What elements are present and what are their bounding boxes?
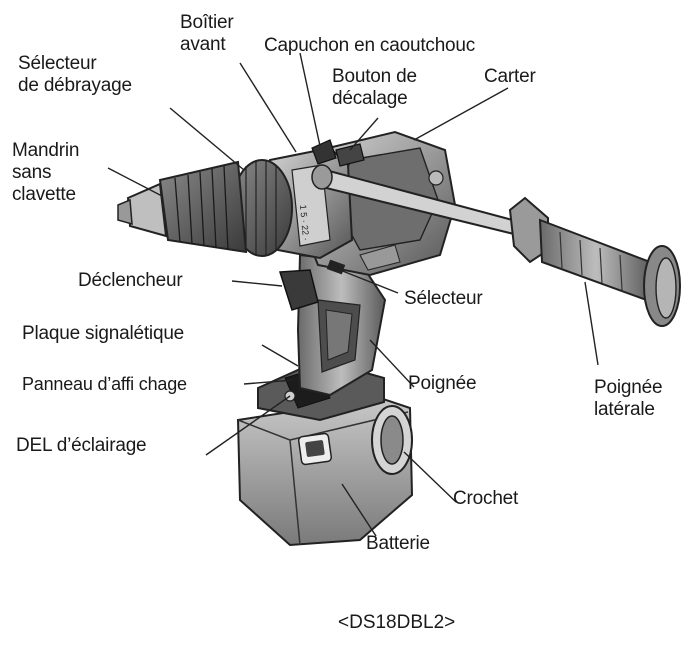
label-del: DEL d’éclairage — [16, 435, 147, 456]
label-bouton-decalage: Bouton de décalage — [332, 66, 417, 109]
leader-lines — [107, 52, 599, 537]
label-plaque: Plaque signalétique — [22, 323, 185, 344]
label-declencheur: Déclencheur — [78, 270, 183, 291]
label-mandrin: Mandrin sans clavette — [12, 140, 80, 205]
label-boitier-avant: Boîtier avant — [180, 12, 234, 55]
battery-pack — [236, 396, 414, 547]
side-handle — [311, 164, 681, 327]
label-panneau: Panneau d’affi chage — [22, 374, 187, 394]
model-caption: <DS18DBL2> — [338, 612, 456, 633]
keyless-chuck — [117, 160, 248, 254]
shift-button — [335, 143, 365, 167]
label-poignee: Poignée — [408, 373, 477, 394]
label-carter: Carter — [484, 66, 536, 87]
svg-text:1 5 · 22 ·: 1 5 · 22 · — [298, 204, 311, 241]
rubber-cap — [311, 139, 337, 165]
belt-hook — [371, 405, 413, 475]
label-selecteur: Sélecteur — [404, 288, 483, 309]
label-capuchon: Capuchon en caoutchouc — [264, 35, 476, 56]
label-batterie: Batterie — [366, 533, 430, 554]
label-selecteur-debrayage: Sélecteur de débrayage — [18, 53, 132, 96]
trigger — [278, 269, 319, 311]
label-crochet: Crochet — [453, 488, 519, 509]
label-poignee-laterale: Poignée latérale — [594, 377, 663, 420]
